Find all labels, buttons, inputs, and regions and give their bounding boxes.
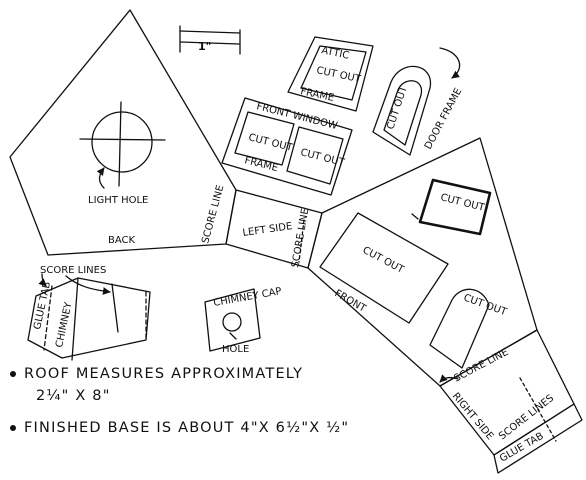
score-lines-label: SCORE LINES bbox=[40, 265, 106, 276]
chimney-cap-square bbox=[204, 288, 261, 352]
glue-tab-chimney-label: GLUE TAB bbox=[32, 281, 53, 331]
light-hole-arrow bbox=[96, 167, 105, 189]
light-hole-crosshair-v bbox=[118, 101, 122, 187]
front-window-square bbox=[418, 178, 492, 236]
roof-size-text: 2¼" X 8" bbox=[36, 388, 111, 404]
back-label: BACK bbox=[108, 235, 136, 246]
score-lines-arrow-2 bbox=[38, 273, 47, 287]
back-panel bbox=[9, 9, 237, 256]
window-pane-left bbox=[234, 111, 295, 166]
right-side-shade bbox=[519, 377, 557, 442]
light-hole-circle bbox=[91, 111, 153, 173]
roof-note-line2: 2¼" X 8" bbox=[36, 388, 111, 404]
light-hole-label: LIGHT HOLE bbox=[88, 195, 148, 206]
right-side-label: RIGHT SIDE bbox=[450, 391, 496, 442]
roof-note-line1: ROOF MEASURES APPROXIMATELY bbox=[10, 366, 303, 382]
chimney-cap-hole bbox=[222, 312, 242, 332]
front-window-cutout-label: CUT OUT bbox=[439, 192, 486, 214]
front-door-outline bbox=[429, 288, 490, 369]
chimney-cap-hole-label: HOLE bbox=[222, 344, 249, 355]
front-rect-cutout-label: CUT OUT bbox=[361, 245, 407, 276]
chimney-cap-leader bbox=[229, 332, 237, 340]
score-line-front-label: SCORE LINE bbox=[290, 208, 311, 269]
door-frame-arrow bbox=[439, 47, 461, 79]
chimney-fold-3 bbox=[111, 283, 119, 333]
chimney-label: CHIMNEY bbox=[54, 300, 75, 348]
door-frame-outer bbox=[372, 65, 432, 156]
window-pane-right bbox=[286, 126, 344, 185]
door-cutout-label: CUT OUT bbox=[385, 84, 410, 131]
score-line-left-label: SCORE LINE bbox=[200, 184, 226, 245]
roof-note-text: ROOF MEASURES APPROXIMATELY bbox=[24, 366, 304, 382]
glue-tab bbox=[493, 403, 583, 474]
scale-label: 1" bbox=[198, 40, 211, 53]
right-score-arrow bbox=[439, 374, 459, 383]
base-note: FINISHED BASE IS ABOUT 4"X 6½"X ½" bbox=[10, 420, 349, 436]
left-side-shade bbox=[298, 219, 305, 263]
window-frame bbox=[221, 97, 353, 196]
chimney-cap-label: CHIMNEY CAP bbox=[213, 286, 283, 309]
left-side-label: LEFT SIDE bbox=[242, 221, 293, 239]
light-hole-crosshair-h bbox=[79, 138, 166, 141]
bullet-icon bbox=[10, 371, 16, 377]
attic-frame bbox=[287, 36, 374, 112]
door-frame-inner bbox=[383, 80, 423, 146]
scale-top bbox=[179, 30, 241, 34]
front-cutout-rect bbox=[319, 212, 449, 324]
base-note-text: FINISHED BASE IS ABOUT 4"X 6½"X ½" bbox=[24, 420, 350, 436]
score-lines-arrow-1 bbox=[65, 275, 111, 295]
attic-cutout-label: CUT OUT bbox=[315, 65, 362, 85]
attic-label: ATTIC bbox=[320, 45, 350, 62]
score-line-right-label: SCORE LINE bbox=[452, 347, 510, 385]
bullet-icon bbox=[10, 425, 16, 431]
attic-frame-label: FRAME bbox=[299, 86, 335, 104]
door-frame-label: DOOR FRAME bbox=[423, 87, 464, 152]
front-window-leader bbox=[411, 213, 419, 220]
window-left-cutout-label: CUT OUT bbox=[247, 132, 294, 154]
front-label: FRONT bbox=[333, 288, 369, 315]
chimney-fold-1 bbox=[43, 285, 53, 351]
chimney-fold-2 bbox=[71, 277, 79, 361]
scale-bar bbox=[180, 41, 240, 45]
attic-inner bbox=[300, 45, 367, 101]
